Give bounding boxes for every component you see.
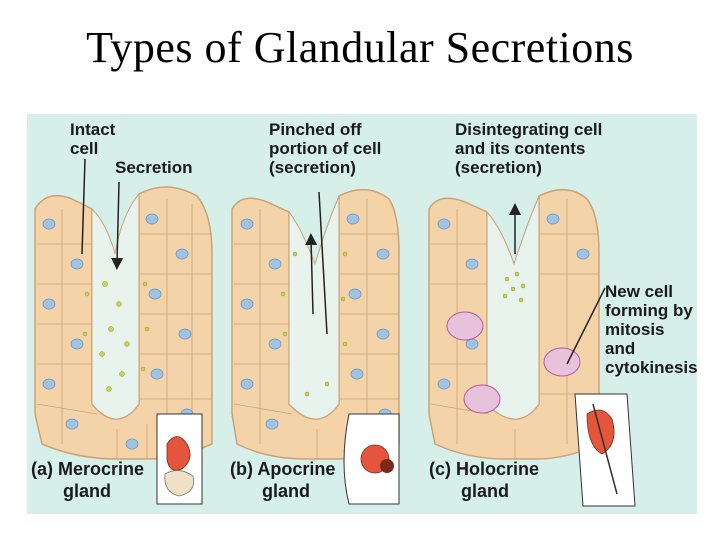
merocrine-lumen: [91, 192, 140, 420]
holocrine-disintegrating-cell: [502, 271, 526, 303]
caption-name: Merocrine: [58, 459, 145, 479]
label-line: Disintegrating cell: [455, 120, 603, 139]
label-disintegrating-cell: Disintegrating cell and its contents (se…: [455, 120, 602, 177]
holocrine-nuclei: [437, 213, 590, 420]
merocrine-organ-inset: [156, 413, 203, 505]
label-line: mitosis: [605, 320, 665, 339]
caption-letter: (a): [31, 459, 53, 479]
merocrine-cell-outlines: [36, 199, 212, 459]
secretion-arrow: [111, 181, 124, 270]
apocrine-secretion-arrow: [305, 233, 318, 315]
apocrine-cell-outlines: [233, 199, 399, 459]
label-pinched-off: Pinched off portion of cell (secretion): [269, 120, 381, 177]
intact-cell-pointer: [81, 158, 86, 255]
pinched-off-pointer: [318, 191, 328, 335]
apocrine-gland-diagram: [231, 189, 400, 505]
caption-name: Holocrine: [456, 459, 540, 479]
gland-illustrations: [34, 158, 636, 507]
caption-letter: (b): [230, 459, 253, 479]
label-line: Secretion: [115, 158, 193, 177]
slide-title: Types of Glandular Secretions: [86, 23, 634, 72]
glandular-secretion-figure: Intact cell Secretion Pinched off portio…: [27, 114, 698, 514]
label-line: and: [605, 339, 636, 358]
label-line: portion of cell: [269, 139, 382, 158]
caption-gland: gland: [461, 481, 509, 501]
caption-merocrine: (a) Merocrine gland: [31, 458, 144, 502]
caption-holocrine: (c) Holocrine gland: [429, 458, 539, 502]
holocrine-gland-diagram: [428, 189, 636, 507]
label-line: (secretion): [455, 158, 542, 177]
label-line: cell: [70, 139, 99, 158]
apocrine-organ-inset: [343, 413, 400, 505]
new-cell-pointer: [566, 287, 606, 365]
label-intact-cell: Intact cell: [70, 120, 115, 158]
apocrine-lumen: [288, 195, 340, 420]
label-line: New cell: [605, 282, 674, 301]
caption-gland: gland: [63, 481, 111, 501]
merocrine-gland-diagram: [34, 158, 213, 505]
holocrine-organ-inset: [574, 393, 636, 507]
label-new-cell: New cell forming by mitosis and cytokine…: [605, 282, 698, 377]
label-line: (secretion): [269, 158, 356, 177]
label-line: and its contents: [455, 139, 586, 158]
caption-apocrine: (b) Apocrine gland: [230, 458, 335, 502]
caption-gland: gland: [262, 481, 310, 501]
label-line: Pinched off: [269, 120, 362, 139]
holocrine-lumen: [486, 195, 540, 420]
label-line: forming by: [605, 301, 693, 320]
apocrine-secretion-granules: [280, 251, 348, 397]
label-secretion: Secretion: [115, 158, 192, 177]
label-line: Intact: [70, 120, 116, 139]
caption-letter: (c): [429, 459, 451, 479]
merocrine-nuclei: [42, 213, 194, 450]
merocrine-secretion-granules: [82, 281, 150, 392]
label-line: cytokinesis: [605, 358, 698, 377]
caption-name: Apocrine: [257, 459, 336, 479]
